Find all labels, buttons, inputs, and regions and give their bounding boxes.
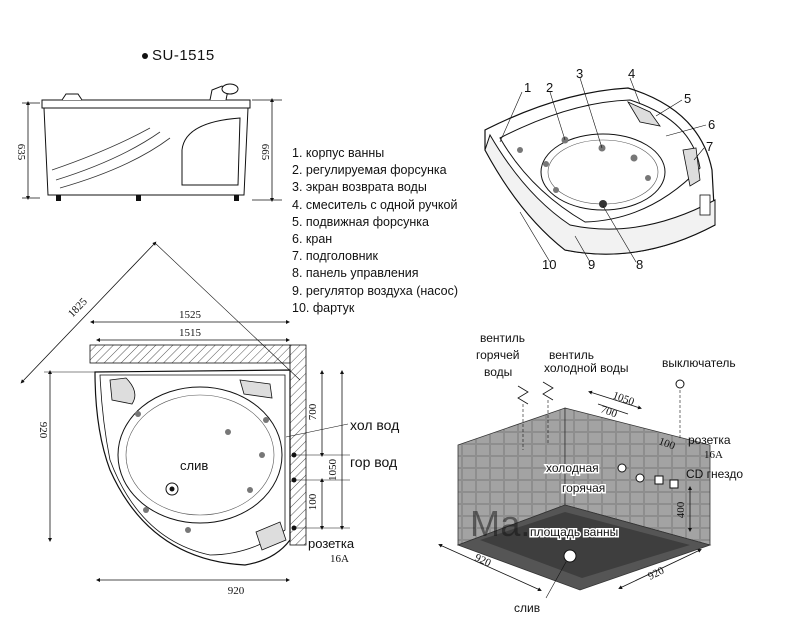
valve-cold-line2: холодной воды [544, 361, 628, 375]
svg-text:холодная: холодная [546, 461, 599, 475]
legend-item: 3. экран возврата воды [292, 180, 427, 195]
svg-text:горячая: горячая [562, 481, 605, 495]
valve-hot-line2: горячей [476, 348, 519, 362]
watermark: Ма... [470, 503, 550, 544]
dim-inner-width: 1515 [179, 327, 202, 339]
callout-6: 6 [708, 117, 715, 132]
dim-1050: 1050 [327, 459, 339, 482]
room-view: Ма... вентиль горячей воды вентиль холод… [438, 331, 743, 615]
cd-socket-label: CD гнездо [686, 467, 743, 481]
dim-400-room: 400 [675, 501, 687, 518]
dim-100: 100 [307, 493, 319, 510]
callout-8: 8 [636, 257, 643, 272]
svg-text:площадь ванны: площадь ванны [530, 525, 618, 539]
valve-cold-line1: вентиль [549, 348, 594, 362]
parts-legend: 1. корпус ванны 2. регулируемая форсунка… [292, 145, 458, 317]
dim-1050-room: 1050 [611, 390, 636, 409]
socket-label-room: розетка [688, 433, 731, 447]
legend-item: 4. смеситель с одной ручкой [292, 197, 458, 212]
legend-item: 9. регулятор воздуха (насос) [292, 283, 458, 298]
dim-diagonal: 1825 [66, 295, 90, 320]
legend-item: 5. подвижная форсунка [292, 214, 430, 229]
dim-700-room: 700 [599, 404, 619, 421]
legend-item: 6. кран [292, 232, 333, 247]
dim-100-room: 100 [657, 436, 677, 453]
legend-item: 2. регулируемая форсунка [292, 163, 447, 178]
drain-label-plan: слив [180, 458, 208, 473]
socket-rating-room: 16A [704, 449, 723, 461]
legend-item: 7. подголовник [292, 249, 378, 264]
bullet-icon [142, 53, 148, 60]
perspective-view: 1 2 3 4 5 6 7 8 9 10 [484, 66, 716, 272]
switch-label: выключатель [662, 356, 736, 370]
plan-view: 1825 1525 1515 920 920 700 1050 100 хол … [20, 241, 399, 597]
callout-3: 3 [576, 66, 583, 81]
model-title-text: SU-1515 [152, 47, 215, 64]
callout-1: 1 [524, 80, 531, 95]
legend-item: 1. корпус ванны [292, 146, 385, 160]
callout-9: 9 [588, 257, 595, 272]
callout-2: 2 [546, 80, 553, 95]
legend-item: 10. фартук [292, 300, 355, 315]
side-height-right: 665 [259, 144, 271, 161]
socket-rating-plan: 16A [330, 553, 349, 565]
dim-side: 920 [37, 422, 49, 439]
callout-5: 5 [684, 91, 691, 106]
hot-water-label: гор вод [350, 454, 397, 470]
side-height-left: 635 [15, 144, 27, 161]
callout-7: 7 [706, 139, 713, 154]
hot-label-room: горячая [562, 481, 605, 495]
cold-water-label: хол вод [350, 417, 399, 433]
callout-10: 10 [542, 257, 556, 272]
legend-item: 8. панель управления [292, 266, 419, 281]
model-title: SU-1515 [142, 47, 215, 64]
bath-area-label: площадь ванны [530, 525, 618, 539]
dim-700: 700 [307, 403, 319, 420]
side-view: 635 665 [15, 83, 282, 202]
valve-hot-line3: воды [484, 365, 512, 379]
dim-bottom: 920 [228, 585, 245, 597]
drain-label-room: слив [514, 601, 540, 615]
dim-outer-width: 1525 [179, 309, 202, 321]
socket-label-plan: розетка [308, 536, 355, 551]
callout-4: 4 [628, 66, 635, 81]
valve-hot-line1: вентиль [480, 331, 525, 345]
cold-label-room: холодная [546, 461, 599, 475]
